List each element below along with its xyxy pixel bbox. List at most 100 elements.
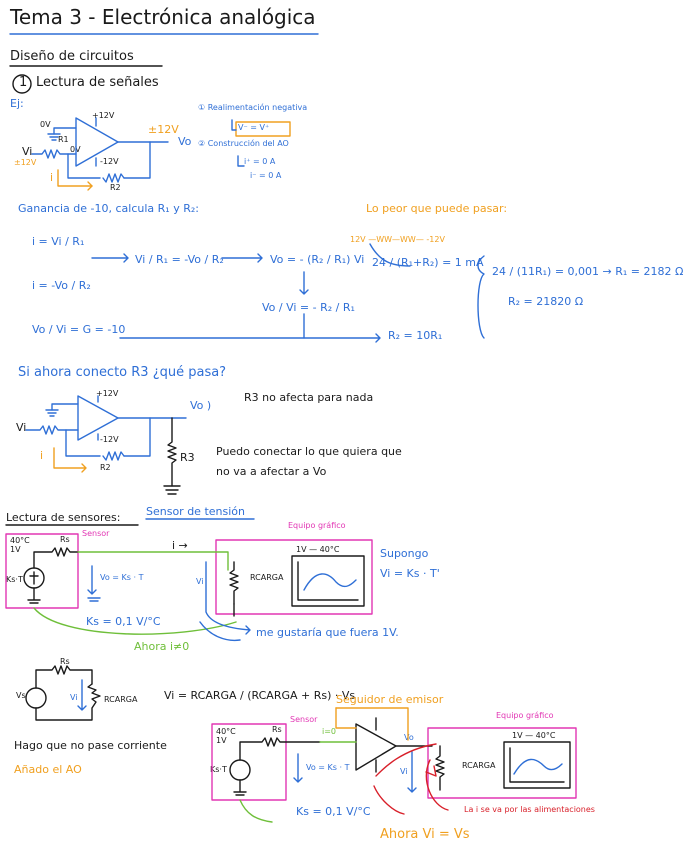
r3-label: R3 bbox=[180, 451, 195, 464]
f-source: Ks·T bbox=[210, 765, 227, 774]
gain-heading: Ganancia de -10, calcula R₁ y R₂: bbox=[18, 202, 199, 215]
worst-case-chain: 12V —WW—WW— -12V bbox=[350, 235, 445, 244]
eq-gain-value: Vo / Vi = G = -10 bbox=[32, 323, 126, 336]
note-iplus: i⁺ = 0 A bbox=[244, 157, 276, 166]
divider-circuit bbox=[25, 665, 101, 721]
f-sensor-label: Sensor bbox=[290, 715, 318, 724]
hand-drawn-figures bbox=[5, 33, 577, 823]
supongo-eq: Vi = Ks · T' bbox=[380, 567, 440, 580]
f-feedback bbox=[335, 707, 409, 741]
r3-answer1: R3 no afecta para nada bbox=[244, 391, 374, 404]
note-v-equal-box bbox=[235, 121, 291, 137]
page-title: Tema 3 - Electrónica analógica bbox=[10, 5, 316, 29]
worst-case-heading: Lo peor que puede pasar: bbox=[366, 202, 508, 215]
f-equipment-label: Equipo gráfico bbox=[496, 711, 554, 720]
c1-zero1: 0V bbox=[40, 120, 51, 129]
s1-scale: 1V — 40°C bbox=[296, 545, 340, 554]
c1-r2: R2 bbox=[110, 183, 121, 192]
div-note2: Añado el AO bbox=[14, 763, 82, 776]
s1-source: Ks·T bbox=[6, 575, 23, 584]
div-eq: Vi = RCARGA / (RCARGA + Rs) · Vs bbox=[164, 689, 356, 702]
div-note1: Hago que no pase corriente bbox=[14, 739, 167, 752]
gain-arrow-1 bbox=[91, 253, 129, 263]
f-load-circuit bbox=[435, 741, 571, 791]
c1-zero2: 0V bbox=[70, 145, 81, 154]
f-ahora: Ahora Vi = Vs bbox=[380, 827, 470, 842]
eq-vo: Vo = - (R₂ / R₁) Vi bbox=[270, 253, 365, 266]
r3-question: Si ahora conecto R3 ¿qué pasa? bbox=[18, 365, 227, 380]
s1-green-return bbox=[33, 607, 237, 635]
c2-vo: Vo ) bbox=[190, 399, 212, 412]
c1-sat-left: ±12V bbox=[14, 158, 37, 167]
subsection-title: Lectura de señales bbox=[36, 75, 159, 90]
f-sensor-circuit bbox=[229, 737, 321, 796]
s1-temp: 40°C bbox=[10, 536, 30, 545]
s1-rs: Rs bbox=[60, 535, 70, 544]
div-rcarga: RCARGA bbox=[104, 695, 138, 704]
c1-sat-right: ±12V bbox=[148, 123, 179, 136]
s1-onev: 1V bbox=[10, 545, 21, 554]
s1-sensor-label: Sensor bbox=[82, 529, 110, 538]
div-vi: Vi bbox=[70, 693, 78, 702]
s1-rcarga: RCARGA bbox=[250, 573, 284, 582]
eq-gain-ratio: Vo / Vi = - R₂ / R₁ bbox=[262, 301, 355, 314]
c1-i: i bbox=[50, 171, 54, 184]
r3-answer2: Puedo conectar lo que quiera que bbox=[216, 445, 402, 458]
f-ks: Ks = 0,1 V/°C bbox=[296, 805, 371, 818]
f-vo: Vo bbox=[404, 733, 414, 742]
div-rs: Rs bbox=[60, 657, 70, 666]
s1-ks: Ks = 0,1 V/°C bbox=[86, 615, 161, 628]
f-rs: Rs bbox=[272, 725, 282, 734]
s1-equipment-box bbox=[215, 539, 373, 615]
c1-vminus: -12V bbox=[100, 157, 119, 166]
note-ao-construction: ② Construcción del AO bbox=[198, 139, 289, 148]
example-label: Ej: bbox=[10, 97, 24, 110]
gain-long-arrow bbox=[119, 333, 381, 343]
s1-sensor-box bbox=[5, 533, 79, 609]
gain-arrow-2 bbox=[221, 253, 263, 263]
f-scale: 1V — 40°C bbox=[512, 731, 556, 740]
f-vi: Vi bbox=[400, 767, 408, 776]
note-v-equal: V⁻ = V⁺ bbox=[238, 123, 270, 132]
s1-vo-eq: Vo = Ks · T bbox=[100, 573, 144, 582]
handwritten-notes-page: Tema 3 - Electrónica analógica Diseño de… bbox=[5, 5, 683, 842]
s1-green-wire bbox=[77, 551, 229, 571]
s1-current: i → bbox=[172, 539, 188, 552]
worst-case-brace bbox=[477, 255, 485, 339]
s1-ahora: Ahora i≠0 bbox=[134, 640, 190, 653]
f-red-note: La i se va por las alimentaciones bbox=[464, 805, 595, 814]
subsection-number: 1 bbox=[19, 75, 28, 90]
s1-vi: Vi bbox=[196, 577, 204, 586]
r3-answer3: no va a afectar a Vo bbox=[216, 465, 327, 478]
worst-case-eq2: 24 / (11R₁) = 0,001 → R₁ = 2182 Ω bbox=[492, 265, 683, 278]
c2-vplus: +12V bbox=[96, 389, 119, 398]
c1-vo: Vo bbox=[178, 135, 192, 148]
c1-r1: R1 bbox=[58, 135, 69, 144]
eq-i-vi: i = Vi / R₁ bbox=[32, 235, 85, 248]
section-title: Diseño de circuitos bbox=[10, 49, 134, 64]
s1-gustaria: me gustaría que fuera 1V. bbox=[256, 626, 399, 639]
s1-sensor-circuit bbox=[23, 547, 79, 604]
c2-current-arrow bbox=[53, 447, 87, 473]
f-izero: i=0 bbox=[322, 727, 337, 736]
s1-load-circuit bbox=[229, 555, 365, 617]
s1-vi-arrow bbox=[205, 561, 251, 635]
c2-opamp-circuit bbox=[25, 395, 187, 461]
c2-vminus: -12V bbox=[100, 435, 119, 444]
f-vo-eq: Vo = Ks · T bbox=[306, 763, 350, 772]
r3-resistor bbox=[163, 417, 181, 495]
c2-vi: Vi bbox=[16, 421, 27, 434]
subsection-circle bbox=[12, 74, 32, 94]
note-iminus: i⁻ = 0 A bbox=[250, 171, 282, 180]
eq-ratio: Vi / R₁ = -Vo / R₂ bbox=[135, 253, 224, 266]
sensors-heading-voltage: Sensor de tensión bbox=[146, 505, 245, 518]
gain-arrow-3 bbox=[299, 271, 309, 295]
c2-r2: R2 bbox=[100, 463, 111, 472]
sensors-heading: Lectura de sensores: bbox=[6, 511, 121, 524]
c1-vi: Vi bbox=[22, 145, 33, 158]
div-vs: Vs bbox=[16, 691, 26, 700]
f-opamp bbox=[355, 717, 433, 773]
c2-i: i bbox=[40, 449, 44, 462]
c1-opamp-circuit bbox=[31, 117, 169, 183]
eq-i-vo: i = -Vo / R₂ bbox=[32, 279, 91, 292]
